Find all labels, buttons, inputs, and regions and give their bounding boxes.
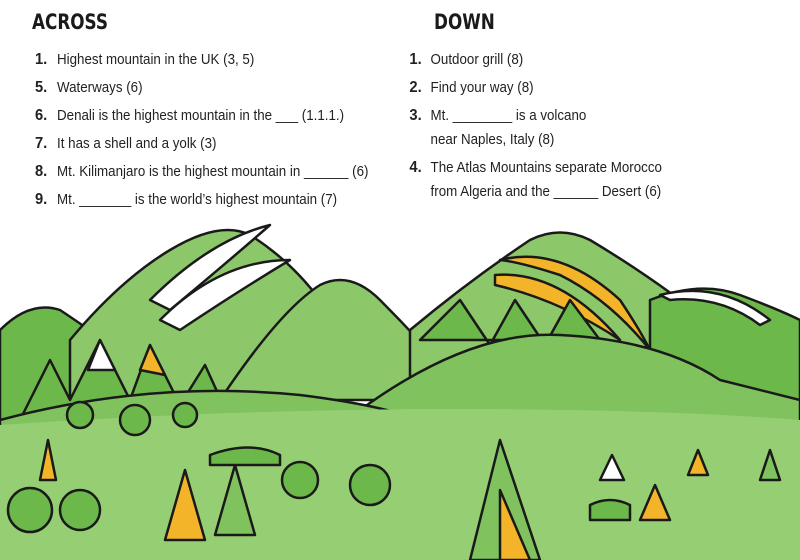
clue-text-line2: near Naples, Italy (8) bbox=[430, 132, 555, 148]
clue-text: It has a shell and a yolk (3) bbox=[57, 136, 217, 152]
clue-number: 4. bbox=[409, 159, 422, 176]
clue-text: Mt. Kilimanjaro is the highest mountain … bbox=[57, 164, 369, 180]
clue-text: The Atlas Mountains separate Morocco bbox=[430, 160, 662, 176]
hill-right bbox=[358, 333, 800, 432]
clue-text: Mt. _______ is the world’s highest mount… bbox=[57, 192, 338, 208]
clue-text: Find your way (8) bbox=[430, 80, 534, 96]
clue-text: Highest mountain in the UK (3, 5) bbox=[57, 52, 255, 68]
clue-text-line2: from Algeria and the ______ Desert (6) bbox=[430, 184, 662, 200]
clue-number: 2. bbox=[409, 79, 422, 96]
down-heading: DOWN bbox=[434, 10, 495, 34]
clue-number: 3. bbox=[409, 107, 422, 124]
clue-text: Waterways (6) bbox=[57, 80, 143, 96]
clue-text: Mt. ________ is a volcano bbox=[430, 108, 587, 124]
across-heading: ACROSS bbox=[32, 10, 108, 34]
ground bbox=[0, 409, 800, 560]
clue-text: Outdoor grill (8) bbox=[430, 52, 524, 68]
clue-number: 6. bbox=[34, 107, 48, 124]
clue-number: 7. bbox=[34, 135, 48, 152]
clue-number: 9. bbox=[34, 191, 48, 208]
trees bbox=[6, 400, 782, 560]
clue-number: 5. bbox=[34, 79, 48, 96]
clue-text: Denali is the highest mountain in the __… bbox=[57, 108, 345, 124]
clue-number: 1. bbox=[409, 51, 422, 68]
clue-number: 8. bbox=[34, 163, 48, 180]
clue-number: 1. bbox=[34, 51, 48, 68]
